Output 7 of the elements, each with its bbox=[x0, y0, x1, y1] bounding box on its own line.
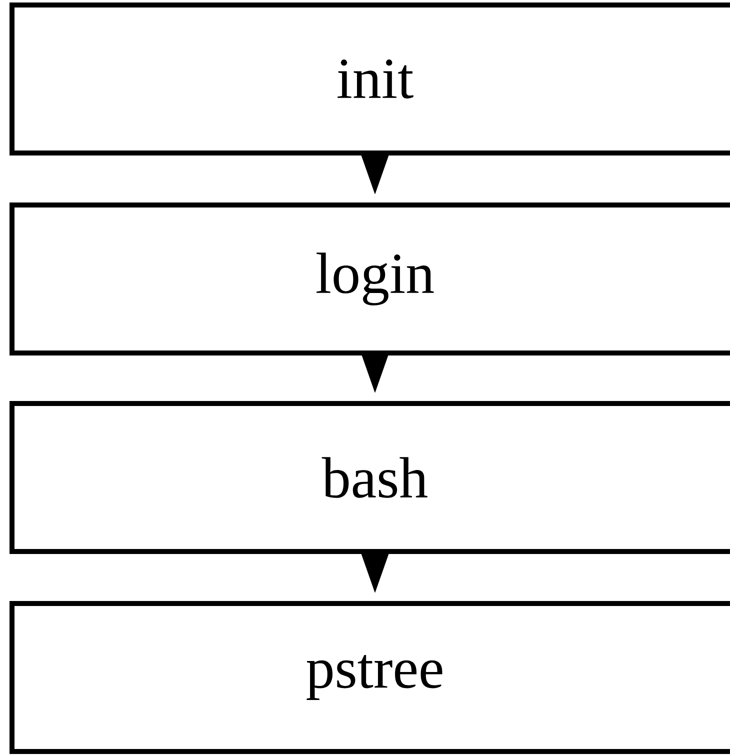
arrow bbox=[361, 552, 389, 592]
process-box: init bbox=[10, 2, 730, 156]
arrow bbox=[361, 352, 389, 392]
process-box: pstree bbox=[10, 601, 730, 754]
process-box: bash bbox=[10, 401, 730, 554]
arrow bbox=[361, 153, 389, 194]
process-box: login bbox=[10, 202, 730, 356]
